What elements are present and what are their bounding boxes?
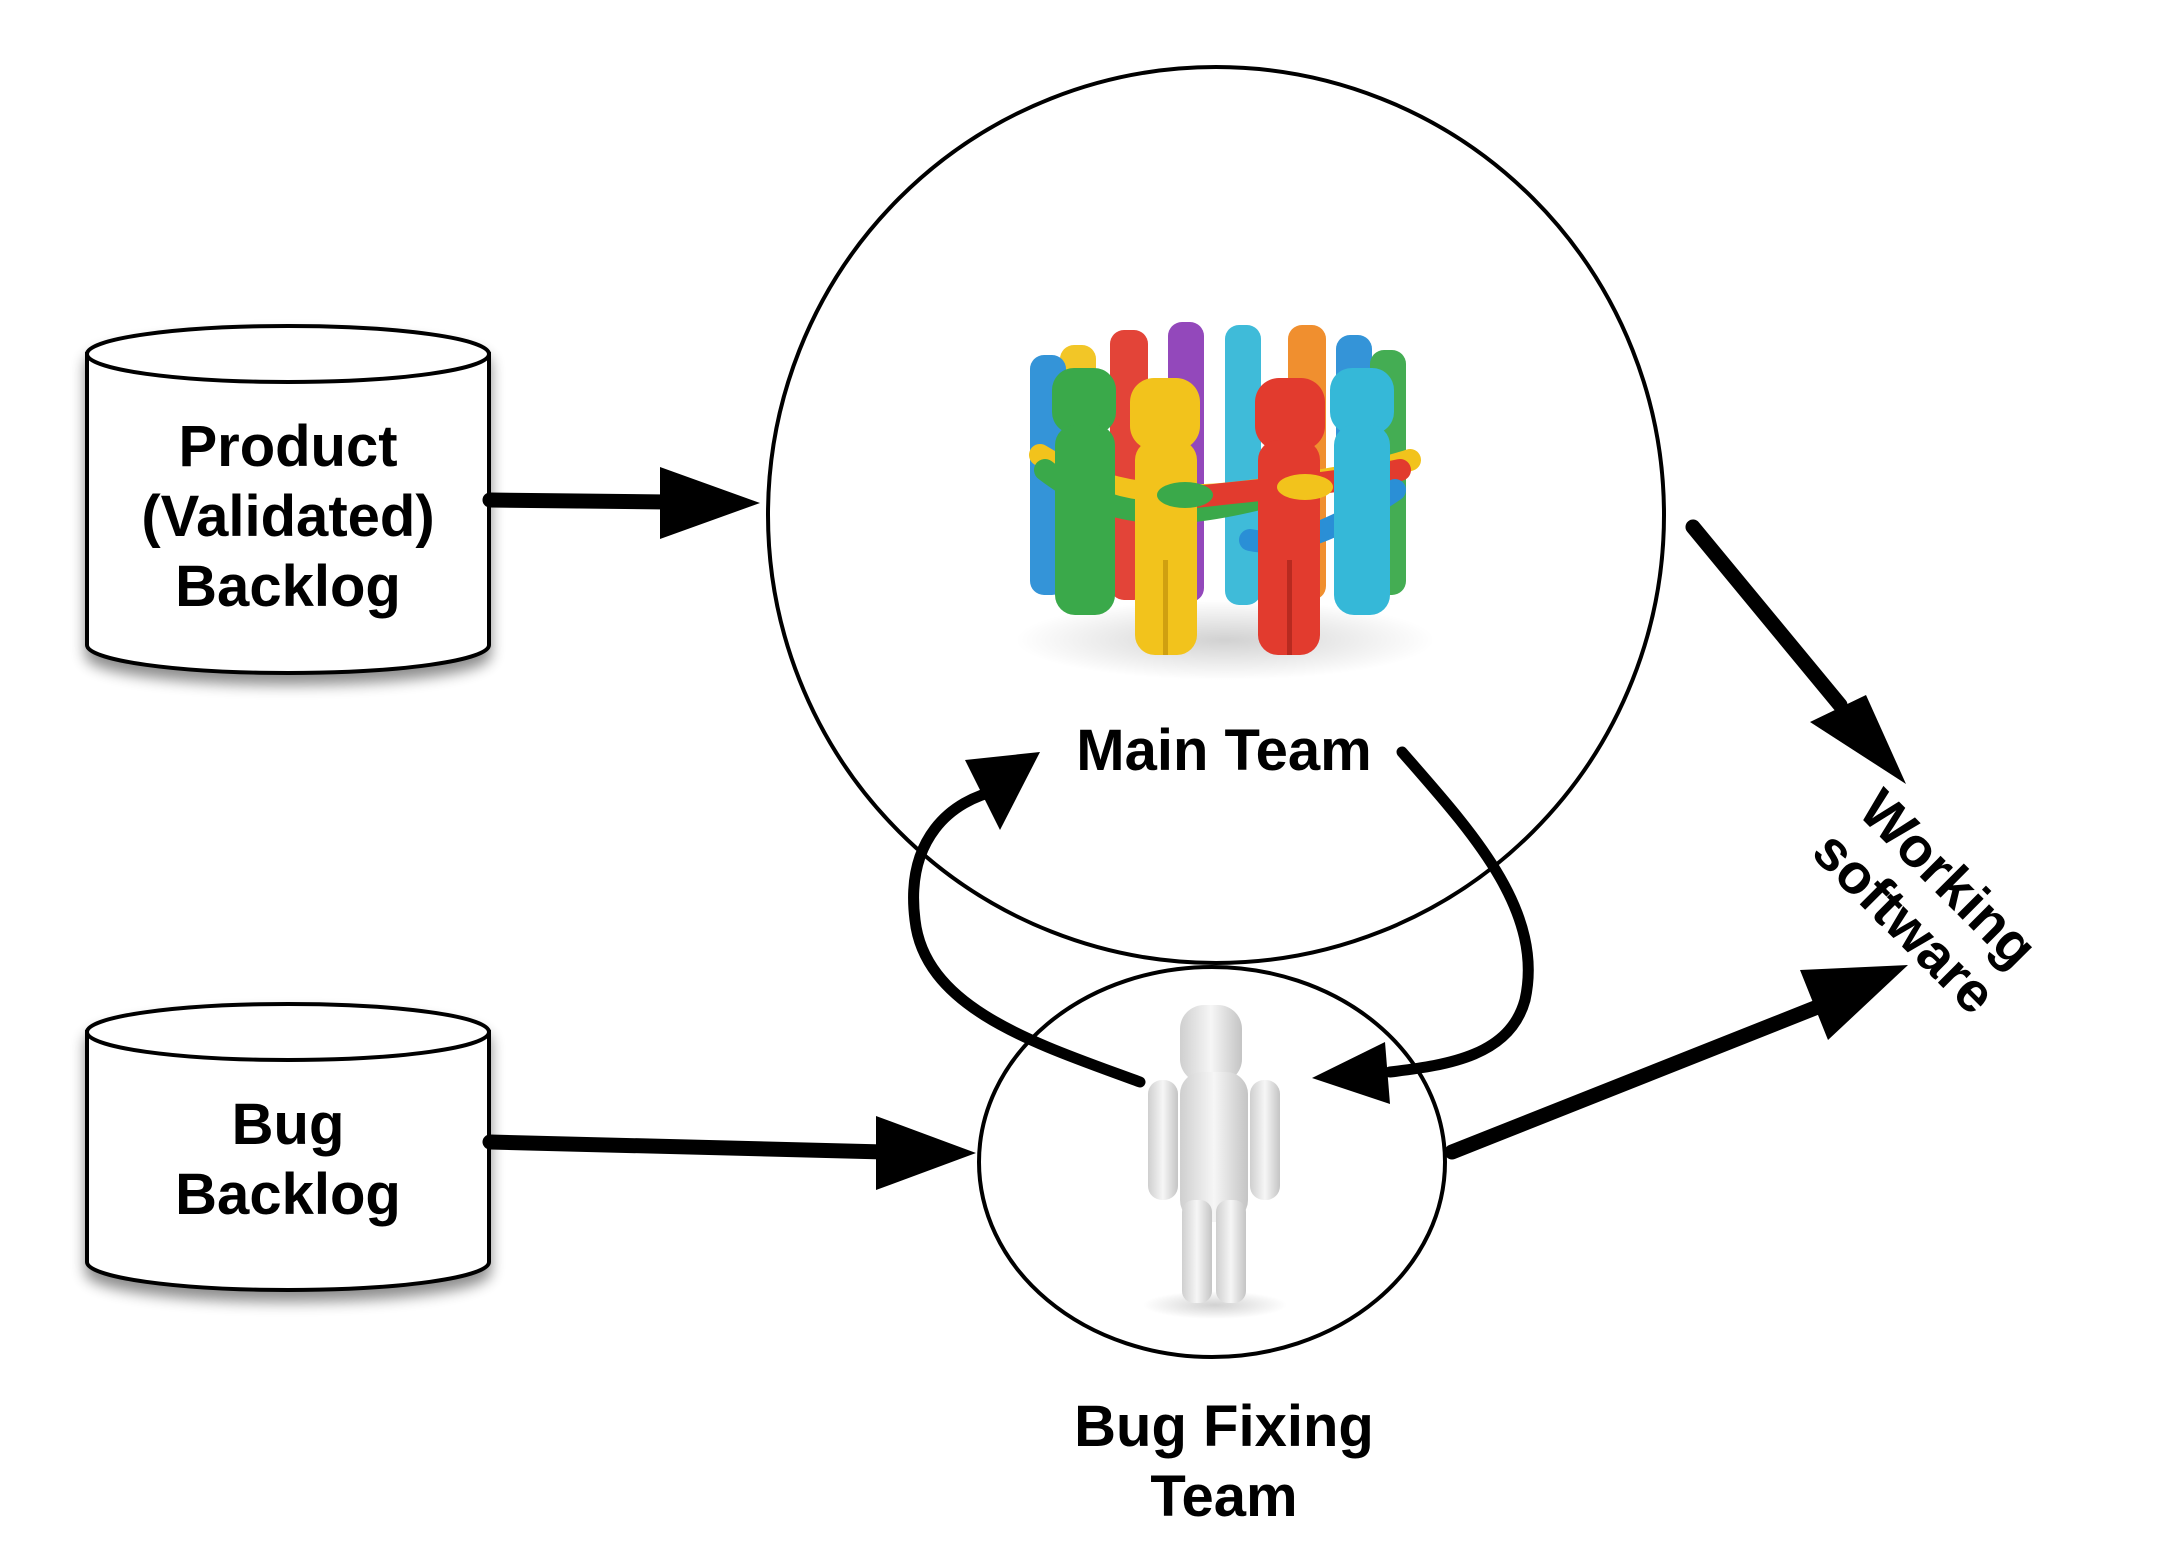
product-backlog-label-line-2: (Validated) [141,484,434,549]
bug-fixing-team-label-line-1: Bug Fixing [1074,1394,1374,1459]
bug-backlog-cylinder [85,1002,491,1292]
main-team-label: Main Team [1076,718,1371,783]
product-backlog-label-line-3: Backlog [175,554,401,619]
product-backlog-cylinder [85,324,491,675]
single-person-icon [1143,1005,1287,1319]
team-circle-people-icon [1015,322,1435,680]
product-backlog-label-line-1: Product [178,414,397,479]
arrow-bug-fixing-team-to-main-team [908,752,1146,1088]
bug-backlog-label-line-2: Backlog [175,1162,401,1227]
arrow-main-team-to-working-software [1685,519,1906,784]
arrow-main-team-to-bug-fixing-team [1312,746,1534,1104]
arrow-bug-backlog-to-bug-fixing-team [482,1116,976,1190]
bug-fixing-team-label-line-2: Team [1150,1464,1297,1529]
arrow-product-backlog-to-main-team [482,467,760,539]
bug-backlog-label-line-1: Bug [232,1092,345,1157]
arrow-bug-fixing-team-to-working-software [1444,965,1908,1160]
